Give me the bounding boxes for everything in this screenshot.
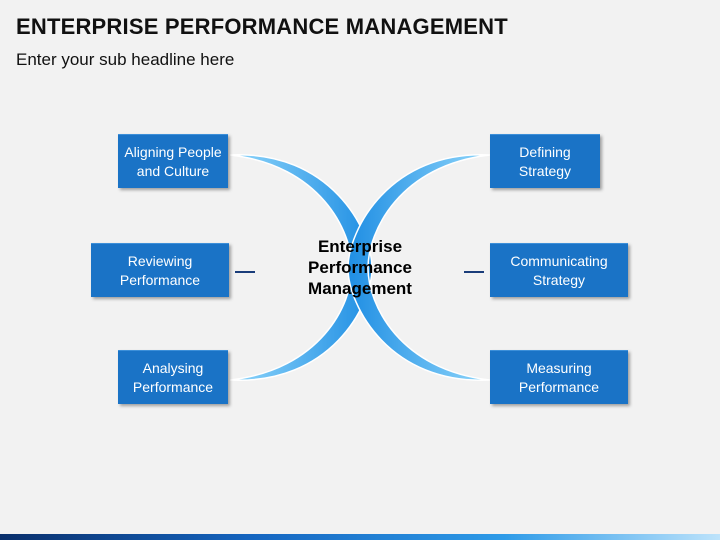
page-subtitle: Enter your sub headline here	[16, 50, 235, 69]
node-communicating-strategy[interactable]: Communicating Strategy	[490, 243, 628, 297]
node-label: Communicating Strategy	[510, 252, 608, 288]
right-arc	[347, 154, 491, 381]
node-analysing-performance[interactable]: Analysing Performance	[118, 350, 228, 404]
footer-gradient-bar	[0, 534, 720, 540]
node-reviewing-performance[interactable]: Reviewing Performance	[91, 243, 229, 297]
node-label: Reviewing Performance	[119, 252, 201, 288]
left-arc	[229, 154, 373, 381]
right-connector-dash	[464, 271, 484, 273]
left-connector-dash	[235, 271, 255, 273]
node-measuring-performance[interactable]: Measuring Performance	[490, 350, 628, 404]
node-label: Measuring Performance	[518, 359, 600, 395]
node-defining-strategy[interactable]: Defining Strategy	[490, 134, 600, 188]
center-label: Enterprise Performance Management	[308, 237, 412, 298]
page-title: ENTERPRISE PERFORMANCE MANAGEMENT	[16, 14, 508, 39]
node-label: Analysing Performance	[132, 359, 214, 395]
node-label: Defining Strategy	[518, 143, 572, 179]
node-label: Aligning People and Culture	[124, 143, 222, 179]
node-aligning-people-and-culture[interactable]: Aligning People and Culture	[118, 134, 228, 188]
